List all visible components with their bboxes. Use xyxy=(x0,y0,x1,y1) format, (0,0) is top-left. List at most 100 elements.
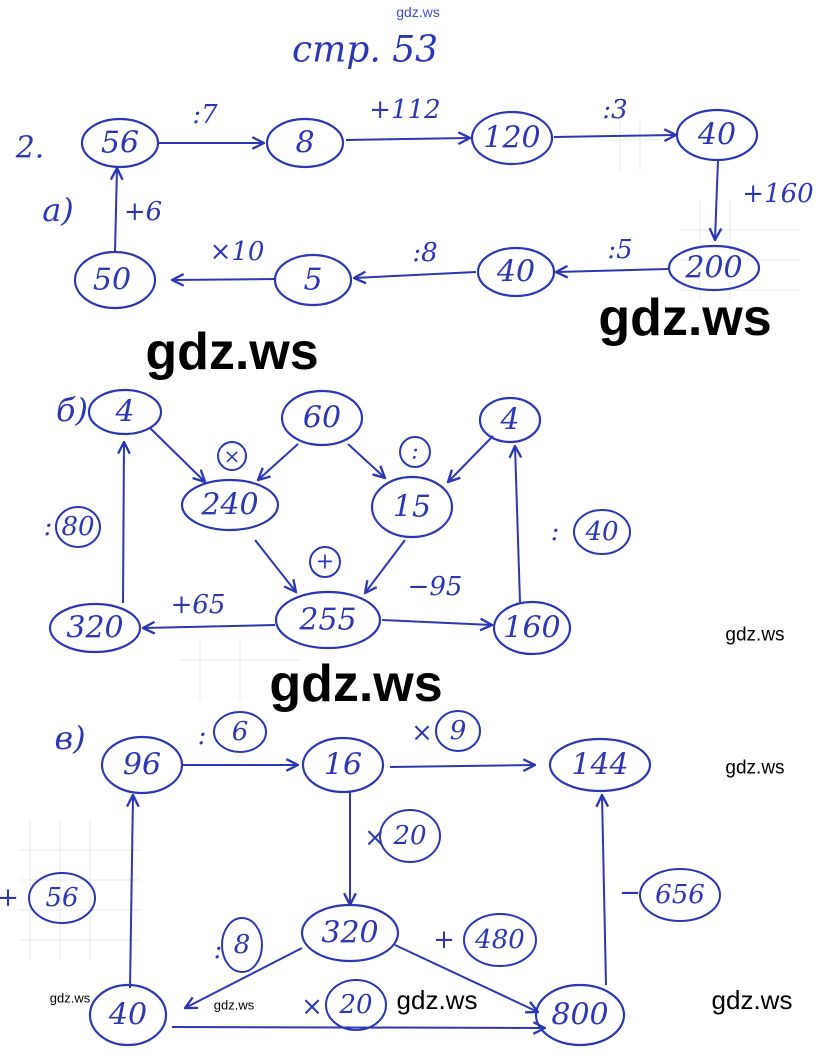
part-b-nodes: 4 60 4 240 15 255 320 160 xyxy=(48,388,572,656)
part-c-ops: : 6 × 9 × 20 + 56 − 656 : 8 + 480 × 20 xyxy=(0,710,721,1031)
node-value: 16 xyxy=(324,748,362,783)
op-label: :8 xyxy=(412,238,437,268)
node-circle xyxy=(478,396,542,444)
op-label: ×10 xyxy=(210,237,265,267)
arrow-120-to-40 xyxy=(553,135,676,137)
watermark: gdz.ws xyxy=(145,323,318,381)
op-value: 656 xyxy=(655,880,705,910)
node-value: 4 xyxy=(499,403,519,438)
op-value: × xyxy=(224,444,241,468)
op-circle xyxy=(639,868,721,922)
op-label: −95 xyxy=(408,572,463,602)
node-circle xyxy=(273,253,353,307)
part-b: б) 4 60 4 240 15 255 320 160 × : + xyxy=(44,388,631,656)
node-value: 15 xyxy=(393,490,431,525)
op-label: :3 xyxy=(602,95,627,125)
node-circle xyxy=(274,590,382,650)
node-value: 40 xyxy=(496,255,535,290)
node-circle xyxy=(548,737,652,793)
node-circle xyxy=(48,602,142,654)
op-value: 80 xyxy=(61,512,94,542)
arrow-5-to-50 xyxy=(172,279,276,280)
op-sign: × xyxy=(411,718,433,748)
node-value: 50 xyxy=(93,263,131,298)
op-sign: : xyxy=(551,517,560,547)
op-label: :5 xyxy=(607,235,632,265)
op-label: :7 xyxy=(192,100,218,130)
op-circle xyxy=(399,436,431,468)
node-circle xyxy=(87,388,163,436)
op-circle xyxy=(217,441,247,471)
node-circle xyxy=(100,735,184,795)
node-circle xyxy=(667,244,761,292)
arrow-255-to-320 xyxy=(143,625,276,628)
arrow-160-to-4 xyxy=(515,446,520,603)
op-label: +65 xyxy=(171,590,226,620)
node-circle xyxy=(180,478,280,532)
arrow-320-to-40 xyxy=(185,947,303,1008)
node-circle xyxy=(80,117,160,169)
op-circle xyxy=(55,506,101,548)
part-a-label: а) xyxy=(42,191,74,229)
arrow-40-to-96 xyxy=(130,795,133,989)
op-label: +6 xyxy=(124,197,162,227)
node-value: 40 xyxy=(108,998,147,1033)
node-value: 240 xyxy=(200,488,258,523)
op-sign: − xyxy=(619,878,641,908)
part-c-nodes: 96 16 144 320 40 800 xyxy=(88,735,652,1047)
node-value: 255 xyxy=(298,603,356,638)
op-circle xyxy=(379,809,441,863)
node-value: 200 xyxy=(684,251,742,286)
node-value: 800 xyxy=(551,998,608,1033)
op-circle xyxy=(309,546,341,578)
op-value: 20 xyxy=(338,990,372,1020)
op-label: +160 xyxy=(742,179,813,209)
node-value: 56 xyxy=(101,126,139,161)
arrow-8-to-120 xyxy=(345,138,470,140)
node-value: 320 xyxy=(321,916,378,951)
node-value: 144 xyxy=(571,748,628,783)
part-b-label: б) xyxy=(56,391,88,429)
arrow-16-to-144 xyxy=(389,765,535,767)
arrow-40-to-200 xyxy=(715,159,718,240)
op-value: 20 xyxy=(392,821,426,851)
node-circle xyxy=(280,389,364,447)
part-c-label: в) xyxy=(54,719,85,757)
node-value: 160 xyxy=(503,611,560,646)
node-circle xyxy=(492,600,572,656)
op-value: 56 xyxy=(45,883,78,913)
arrow-800-to-144 xyxy=(602,795,606,986)
node-circle xyxy=(476,246,556,298)
op-circle xyxy=(221,917,263,973)
op-sign: : xyxy=(198,721,207,751)
op-sign: + xyxy=(0,883,19,913)
node-circle xyxy=(675,108,759,162)
node-value: 120 xyxy=(483,121,540,156)
op-sign: : xyxy=(214,935,223,965)
arrow-4-to-240 xyxy=(149,427,205,482)
op-label: +112 xyxy=(369,95,440,125)
node-circle xyxy=(370,475,454,539)
part-a-ops: :7 +112 :3 +160 :5 :8 ×10 +6 xyxy=(124,95,814,268)
op-value: 8 xyxy=(234,930,251,960)
watermark: gdz.ws xyxy=(598,289,771,347)
arrow-200-to-40 xyxy=(556,269,669,272)
op-value: 6 xyxy=(232,717,249,747)
op-circle xyxy=(213,711,267,753)
arrow-320-to-4 xyxy=(123,442,124,604)
task-number: 2. xyxy=(15,131,45,166)
node-circle xyxy=(300,903,400,963)
arrow-40-to-5 xyxy=(354,272,477,278)
node-value: 8 xyxy=(295,126,314,161)
op-circle xyxy=(573,509,631,555)
op-circle xyxy=(325,979,387,1031)
arrow-50-to-56 xyxy=(115,168,117,253)
watermark: gdz.ws xyxy=(50,991,91,1006)
arrow-320-to-800 xyxy=(394,944,538,1012)
node-value: 40 xyxy=(697,118,736,153)
op-value: 9 xyxy=(450,716,467,746)
part-b-ops: × : + : 80 : 40 +65 −95 xyxy=(44,436,631,620)
watermark: gdz.ws xyxy=(725,625,784,646)
node-value: 60 xyxy=(303,401,341,436)
